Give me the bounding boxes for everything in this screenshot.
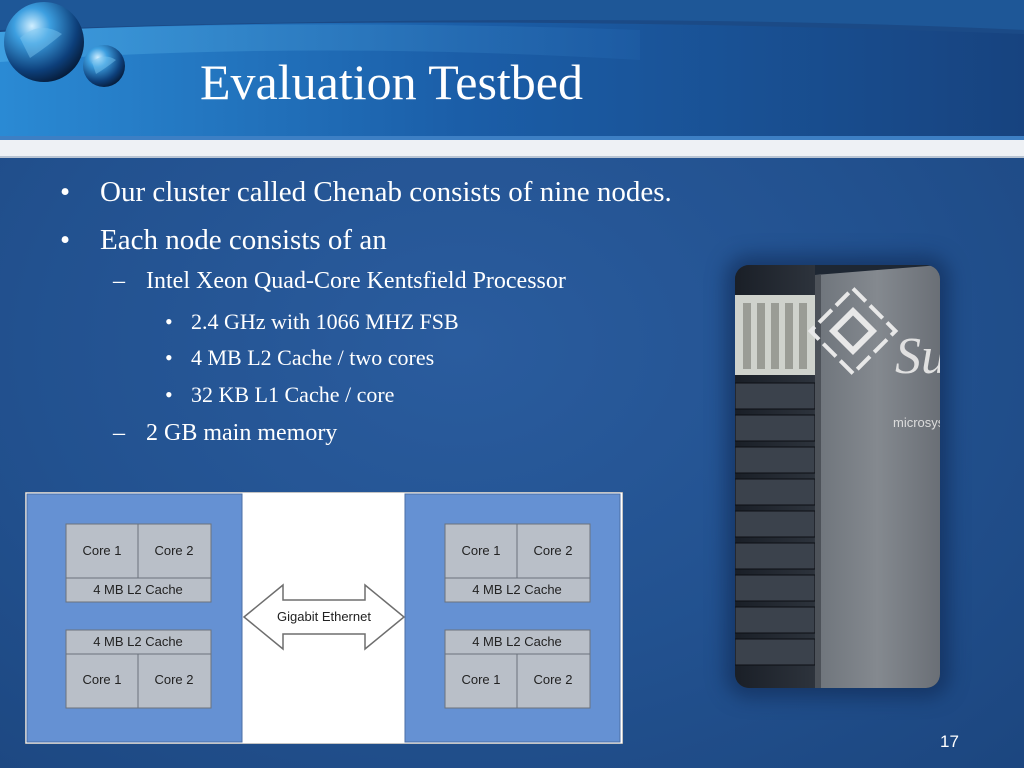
slide-title: Evaluation Testbed — [200, 54, 583, 110]
sub-bullet-text: 2 GB main memory — [146, 420, 338, 446]
bullet-text: Each node consists of an — [100, 224, 387, 256]
detail-text: 32 KB L1 Cache / core — [191, 382, 395, 407]
detail-text: 2.4 GHz with 1066 MHZ FSB — [191, 309, 459, 334]
cache-label: 4 MB L2 Cache — [93, 634, 183, 649]
cache-label: 4 MB L2 Cache — [472, 634, 562, 649]
core-cell — [516, 523, 591, 579]
server-rack-photo: Sun microsystems — [735, 265, 940, 688]
bullet-mark: • — [60, 224, 71, 256]
header-band: Evaluation Testbed — [0, 0, 1024, 158]
core-label: Core 2 — [154, 672, 193, 687]
cache-cell — [444, 577, 591, 603]
core-label: Core 2 — [533, 543, 572, 558]
bullet-mark: • — [165, 345, 173, 370]
bullet-mark: • — [60, 176, 71, 208]
dash-mark: – — [113, 420, 125, 446]
core-label: Core 1 — [82, 672, 121, 687]
page-number: 17 — [940, 732, 959, 751]
dash-mark: – — [113, 268, 125, 294]
sun-logo-icon — [807, 285, 899, 377]
core-cell — [65, 653, 139, 709]
globe-logo-icon — [4, 2, 125, 87]
cache-label: 4 MB L2 Cache — [93, 582, 183, 597]
brand-lettering: Sun — [895, 328, 940, 385]
core-label: Core 1 — [461, 543, 500, 558]
cache-cell — [65, 577, 212, 603]
core-cell — [137, 523, 212, 579]
cluster-diagram: Core 1 Core 2 4 MB L2 Cache 4 MB L2 Cach… — [25, 492, 623, 744]
bullet-mark: • — [165, 382, 173, 407]
core-label: Core 2 — [533, 672, 572, 687]
sub-bullet-text: Intel Xeon Quad-Core Kentsfield Processo… — [146, 268, 566, 294]
node-box-left: Core 1 Core 2 4 MB L2 Cache 4 MB L2 Cach… — [26, 493, 243, 743]
interconnect-label: Gigabit Ethernet — [277, 609, 371, 624]
cache-label: 4 MB L2 Cache — [472, 582, 562, 597]
core-cell — [444, 653, 518, 709]
core-cell — [137, 653, 212, 709]
detail-text: 4 MB L2 Cache / two cores — [191, 345, 435, 370]
bullet-text: Our cluster called Chenab consists of ni… — [100, 176, 672, 208]
brand-sub-lettering: microsystems — [893, 415, 940, 430]
core-label: Core 2 — [154, 543, 193, 558]
double-arrow-icon: Gigabit Ethernet — [242, 583, 406, 651]
cache-cell — [444, 629, 591, 655]
bullet-mark: • — [165, 309, 173, 334]
node-box-right: Core 1 Core 2 4 MB L2 Cache 4 MB L2 Cach… — [404, 493, 621, 743]
core-label: Core 1 — [461, 672, 500, 687]
core-label: Core 1 — [82, 543, 121, 558]
core-cell — [444, 523, 518, 579]
core-cell — [516, 653, 591, 709]
